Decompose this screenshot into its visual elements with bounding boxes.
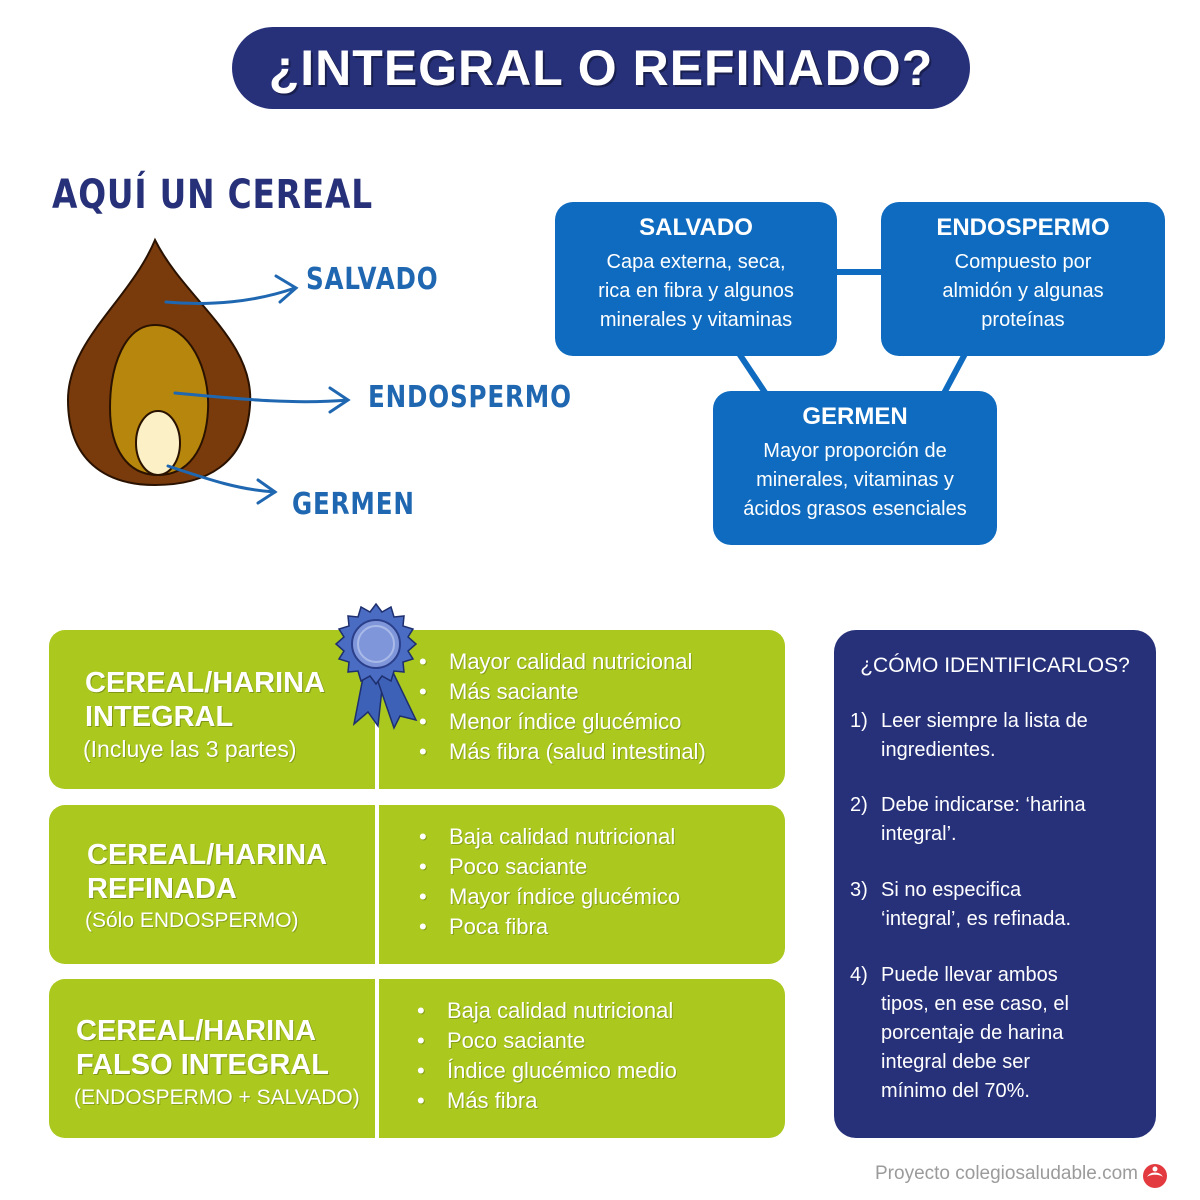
step-line: Debe indicarse: ‘harina (881, 794, 1086, 816)
part-title: GERMEN (802, 403, 908, 430)
arrow-salvado (164, 274, 299, 305)
list-item: Más fibra (salud intestinal) (421, 737, 706, 767)
type-row-falso-integral: CEREAL/HARINA FALSO INTEGRAL (ENDOSPERMO… (49, 979, 785, 1138)
logo-mark (1147, 1172, 1163, 1177)
part-desc-line: ácidos grasos esenciales (743, 498, 967, 520)
step-line: ‘integral’, es refinada. (881, 908, 1072, 930)
part-box-salvado: SALVADO Capa externa, seca, rica en fibr… (555, 202, 837, 356)
list-item: Baja calidad nutricional (421, 822, 680, 852)
part-desc: Mayor proporción de minerales, vitaminas… (713, 437, 997, 524)
step-text: Si no especifica ‘integral’, es refinada… (881, 876, 1071, 934)
type-name-line: INTEGRAL (85, 701, 234, 733)
type-name-line: CEREAL/HARINA (76, 1015, 317, 1047)
part-desc-line: minerales, vitaminas y (756, 469, 954, 491)
part-title: SALVADO (639, 214, 753, 241)
page-title: ¿INTEGRAL O REFINADO? (268, 40, 934, 96)
row-divider (375, 979, 379, 1138)
step-number: 2) (850, 794, 868, 816)
identify-panel: ¿CÓMO IDENTIFICARLOS? 1) Leer siempre la… (834, 630, 1156, 1138)
part-desc-line: Capa externa, seca, (606, 251, 786, 273)
part-desc-line: almidón y algunas (942, 280, 1104, 302)
step-line: ingredientes. (881, 739, 996, 761)
step-number: 1) (850, 710, 868, 732)
type-name-line: REFINADA (87, 873, 237, 905)
grain-label-germen: GERMEN (292, 487, 415, 522)
step-text: Debe indicarse: ‘harina integral’. (881, 791, 1086, 849)
type-name-line: FALSO INTEGRAL (76, 1049, 329, 1081)
type-name: CEREAL/HARINA FALSO INTEGRAL (76, 1014, 329, 1082)
list-item: Mayor calidad nutricional (421, 647, 706, 677)
grain-diagram (66, 237, 351, 505)
type-name: CEREAL/HARINA REFINADA (87, 838, 327, 906)
arrow-endosperm (173, 386, 351, 414)
connector-left (735, 350, 771, 399)
list-item: Poco saciante (421, 852, 680, 882)
step-text: Leer siempre la lista de ingredientes. (881, 707, 1088, 765)
arrow-germen (166, 464, 278, 505)
type-benefits-list: Mayor calidad nutricional Más saciante M… (421, 647, 706, 767)
list-item: Mayor índice glucémico (421, 882, 680, 912)
part-desc-line: rica en fibra y algunos (598, 280, 794, 302)
logo-dot (1152, 1166, 1158, 1172)
logo-icon (1143, 1164, 1167, 1188)
type-sub: (ENDOSPERMO + SALVADO) (74, 1086, 360, 1109)
list-item: Menor índice glucémico (421, 707, 706, 737)
identify-step-2: 2) Debe indicarse: ‘harina integral’. (850, 791, 1142, 849)
parts-connectors (735, 269, 969, 399)
logo-circle (1143, 1164, 1167, 1188)
type-benefits-list: Baja calidad nutricional Poco saciante Í… (419, 996, 677, 1116)
grain-label-salvado: SALVADO (306, 262, 439, 297)
credit-link[interactable]: Proyecto colegiosaludable.com (875, 1163, 1138, 1184)
part-desc-line: Compuesto por (954, 251, 1092, 273)
step-number: 3) (850, 879, 868, 901)
type-name: CEREAL/HARINA INTEGRAL (85, 666, 325, 734)
identify-title: ¿CÓMO IDENTIFICARLOS? (860, 654, 1130, 677)
identify-step-3: 3) Si no especifica ‘integral’, es refin… (850, 876, 1142, 934)
list-item: Poca fibra (421, 912, 680, 942)
type-sub: (Sólo ENDOSPERMO) (85, 909, 299, 932)
title-banner: ¿INTEGRAL O REFINADO? (232, 27, 970, 109)
identify-step-1: 1) Leer siempre la lista de ingredientes… (850, 707, 1142, 765)
list-item: Índice glucémico medio (419, 1056, 677, 1086)
step-line: Leer siempre la lista de (881, 710, 1088, 732)
step-line: tipos, en ese caso, el (881, 993, 1069, 1015)
step-text: Puede llevar ambos tipos, en ese caso, e… (881, 961, 1069, 1106)
type-benefits-list: Baja calidad nutricional Poco saciante M… (421, 822, 680, 942)
part-desc-line: proteínas (981, 309, 1065, 331)
type-name-line: CEREAL/HARINA (87, 839, 328, 871)
step-line: porcentaje de harina (881, 1022, 1064, 1044)
list-item: Más fibra (419, 1086, 677, 1116)
step-line: integral debe ser (881, 1051, 1030, 1073)
part-box-germen: GERMEN Mayor proporción de minerales, vi… (713, 391, 997, 545)
step-line: integral’. (881, 823, 957, 845)
type-row-refinada: CEREAL/HARINA REFINADA (Sólo ENDOSPERMO)… (49, 805, 785, 964)
part-desc-line: Mayor proporción de (763, 440, 947, 462)
part-title: ENDOSPERMO (936, 214, 1110, 241)
type-name-line: CEREAL/HARINA (85, 667, 326, 699)
identify-step-4: 4) Puede llevar ambos tipos, en ese caso… (850, 961, 1142, 1106)
award-rosette-icon (334, 602, 418, 730)
rosette-center (351, 619, 401, 669)
step-line: mínimo del 70%. (881, 1080, 1030, 1102)
part-desc-line: minerales y vitaminas (599, 309, 793, 331)
list-item: Más saciante (421, 677, 706, 707)
list-item: Poco saciante (419, 1026, 677, 1056)
list-item: Baja calidad nutricional (419, 996, 677, 1026)
step-number: 4) (850, 964, 868, 986)
cereal-heading: AQUÍ UN CEREAL (52, 172, 373, 218)
germ-core (135, 410, 181, 476)
rosette-highlight (357, 625, 395, 663)
part-desc: Capa externa, seca, rica en fibra y algu… (555, 248, 837, 335)
type-sub: (Incluye las 3 partes) (83, 736, 297, 762)
step-line: Puede llevar ambos (881, 964, 1058, 986)
connector-right (939, 350, 969, 399)
part-desc: Compuesto por almidón y algunas proteína… (881, 248, 1165, 335)
row-divider (375, 805, 379, 964)
part-box-endosperm: ENDOSPERMO Compuesto por almidón y algun… (881, 202, 1165, 356)
grain-label-endosperm: ENDOSPERMO (368, 380, 572, 415)
step-line: Si no especifica (881, 879, 1022, 901)
